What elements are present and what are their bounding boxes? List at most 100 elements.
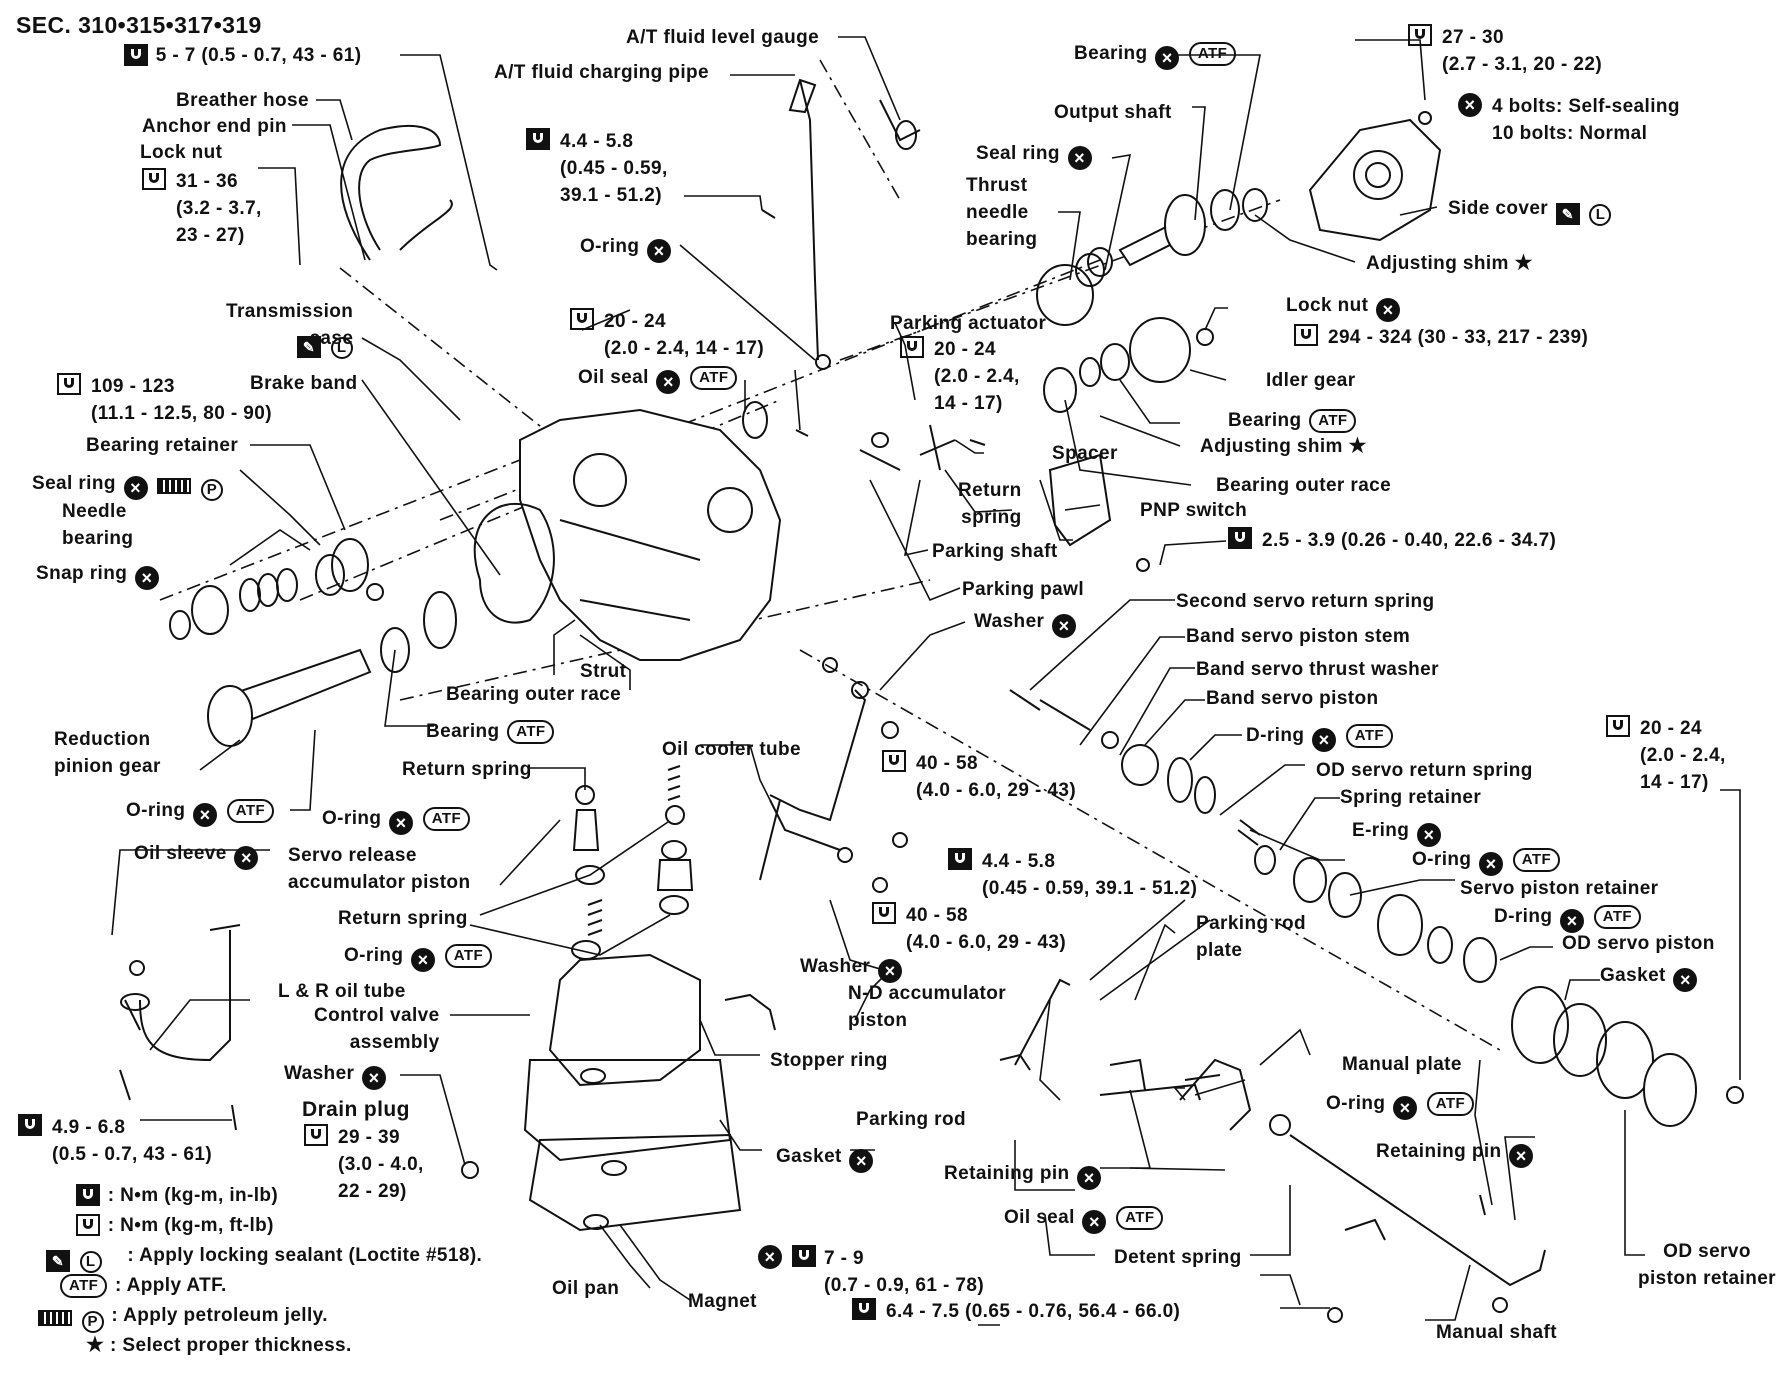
label-text: O-ring: [322, 808, 382, 829]
legend-text: : Apply ATF.: [114, 1275, 227, 1296]
replace-icon: ×: [1673, 968, 1698, 992]
label-text: O-ring: [1412, 849, 1472, 870]
torque-value: 294 - 324 (30 - 33, 217 - 239): [1328, 327, 1589, 348]
label-text: Lock nut: [1286, 295, 1369, 316]
atf-icon: ATF: [1593, 905, 1641, 929]
legend-atf: ATF : Apply ATF.: [58, 1272, 227, 1299]
af-charging-pipe-label: A/T fluid charging pipe: [494, 62, 710, 83]
oil-seal-low-label: Oil seal × ATF: [1004, 1204, 1165, 1234]
torque-ft-lb-icon: [57, 373, 81, 395]
torque-ft-lb-icon: [570, 308, 594, 330]
legend-star: ★ : Select proper thickness.: [86, 1332, 352, 1359]
torque-ft-lb-icon: [882, 750, 906, 772]
torque-label-31-36: 31 - 36 (3.2 - 3.7, 23 - 27): [140, 168, 262, 249]
sealant-icon: ✎: [46, 1250, 70, 1272]
seal-ring-left-label: Seal ring × P: [32, 470, 225, 501]
atf-icon: ATF: [690, 366, 738, 390]
replace-icon: ×: [1393, 1096, 1418, 1120]
spring-retainer-label: Spring retainer: [1340, 787, 1482, 808]
parking-rod-plate-label: Parking rod plate: [1196, 913, 1306, 961]
replace-icon: ×: [758, 1245, 782, 1269]
torque-value: 40 - 58 (4.0 - 6.0, 29 - 43): [916, 753, 1077, 801]
washer-low-label: Washer ×: [800, 953, 904, 983]
torque-ft-lb-icon: [900, 336, 924, 358]
parking-shaft-label: Parking shaft: [932, 541, 1058, 562]
od-servo-retainer-label: OD servo piston retainer: [1638, 1241, 1776, 1289]
manual-plate-label: Manual plate: [1342, 1054, 1462, 1075]
atf-icon: ATF: [444, 944, 493, 968]
legend-text: : Apply locking sealant (Loctite #518).: [127, 1245, 483, 1266]
label-text: Adjusting shim: [1366, 253, 1509, 274]
replace-icon: ×: [1077, 1166, 1102, 1190]
torque-value: 20 - 24 (2.0 - 2.4, 14 - 17): [604, 311, 765, 359]
label-text: Gasket: [776, 1146, 842, 1167]
bearing-right-label: Bearing ATF: [1228, 407, 1358, 434]
oring-left2-label: O-ring × ATF: [322, 805, 472, 835]
torque-label-40-58-b: 40 - 58 (4.0 - 6.0, 29 - 43): [870, 902, 1066, 956]
replace-icon: ×: [1052, 614, 1077, 638]
band-servo-stem-label: Band servo piston stem: [1186, 626, 1411, 647]
replace-icon: ×: [234, 846, 259, 870]
band-servo-piston-label: Band servo piston: [1206, 688, 1379, 709]
torque-value: 40 - 58 (4.0 - 6.0, 29 - 43): [906, 905, 1067, 953]
pnp-switch-label: PNP switch: [1140, 500, 1248, 521]
drain-plug-label: Drain plug: [302, 1098, 410, 1121]
petroleum-jelly-icon: [157, 478, 192, 494]
torque-ft-lb-icon: [142, 168, 166, 190]
label-text: Bearing: [426, 721, 500, 742]
torque-in-lb-icon: [792, 1245, 816, 1267]
replace-icon: ×: [878, 959, 903, 983]
torque-label-4-4-top: 4.4 - 5.8 (0.45 - 0.59, 39.1 - 51.2): [524, 128, 668, 209]
torque-label-20-24-a: 20 - 24 (2.0 - 2.4, 14 - 17): [568, 308, 764, 362]
torque-label-5-7: 5 - 7 (0.5 - 0.7, 43 - 61): [122, 42, 361, 69]
torque-value: 6.4 - 7.5 (0.65 - 0.76, 56.4 - 66.0): [886, 1301, 1181, 1322]
detent-spring-label: Detent spring: [1114, 1247, 1242, 1268]
label-text: Gasket: [1600, 965, 1666, 986]
lock-nut-right-label: Lock nut ×: [1286, 292, 1402, 322]
label-text: Bearing: [1074, 43, 1148, 64]
d-ring-2-label: D-ring × ATF: [1494, 903, 1643, 933]
torque-value: 2.5 - 3.9 (0.26 - 0.40, 22.6 - 34.7): [1262, 530, 1557, 551]
oring-left3-label: O-ring × ATF: [344, 942, 494, 972]
torque-label-20-24-c: 20 - 24 (2.0 - 2.4, 14 - 17): [1604, 715, 1726, 796]
select-thickness-icon: ★: [1348, 435, 1367, 457]
gasket-right-label: Gasket ×: [1600, 962, 1699, 992]
petroleum-jelly-icon: [38, 1310, 72, 1326]
oring-right1-label: O-ring × ATF: [1412, 846, 1562, 876]
torque-label-29-39: 29 - 39 (3.0 - 4.0, 22 - 29): [302, 1124, 424, 1205]
parking-actuator-label: Parking actuator: [890, 313, 1047, 334]
atf-icon: ATF: [422, 807, 471, 831]
needle-bearing-label: Needle bearing: [62, 501, 134, 549]
reduction-pinion-gear-label: Reduction pinion gear: [54, 729, 161, 777]
loctite-icon: L: [1589, 204, 1612, 226]
af-level-gauge-label: A/T fluid level gauge: [626, 27, 820, 48]
bearing-left-label: Bearing ATF: [426, 718, 556, 745]
replace-icon: ×: [1067, 146, 1092, 170]
torque-value: 27 - 30 (2.7 - 3.1, 20 - 22): [1442, 27, 1603, 75]
replace-icon: ×: [1082, 1210, 1107, 1234]
label-text: D-ring: [1494, 906, 1553, 927]
torque-value: 20 - 24 (2.0 - 2.4, 14 - 17): [1640, 718, 1726, 793]
oil-seal-top-label: Oil seal × ATF: [578, 364, 739, 394]
label-text: O-ring: [126, 800, 186, 821]
replace-icon: ×: [193, 803, 218, 827]
return-spring-1-label: Return spring: [402, 759, 532, 780]
legend-nm-in-lb: : N•m (kg-m, in-lb): [74, 1182, 278, 1209]
torque-value: 109 - 123 (11.1 - 12.5, 80 - 90): [91, 376, 272, 424]
oring-left1-label: O-ring × ATF: [126, 797, 276, 827]
torque-ft-lb-icon: [872, 902, 896, 924]
legend-text: : Apply petroleum jelly.: [111, 1305, 328, 1326]
label-text: Oil seal: [1004, 1207, 1075, 1228]
label-text: Washer: [800, 956, 871, 977]
snap-ring-label: Snap ring ×: [36, 560, 161, 590]
replace-icon: ×: [411, 948, 436, 972]
control-valve-label: Control valve assembly: [314, 1005, 440, 1053]
return-spring-park-label: Return spring: [958, 480, 1022, 528]
torque-in-lb-icon: [526, 128, 550, 150]
label-text: Seal ring: [976, 143, 1060, 164]
oil-sleeve-label: Oil sleeve ×: [134, 840, 260, 870]
atf-icon: ATF: [1116, 1206, 1164, 1230]
oring-top-label: O-ring ×: [580, 233, 673, 263]
torque-label-6-4: 6.4 - 7.5 (0.65 - 0.76, 56.4 - 66.0): [850, 1298, 1180, 1325]
spacer-label: Spacer: [1052, 443, 1118, 464]
